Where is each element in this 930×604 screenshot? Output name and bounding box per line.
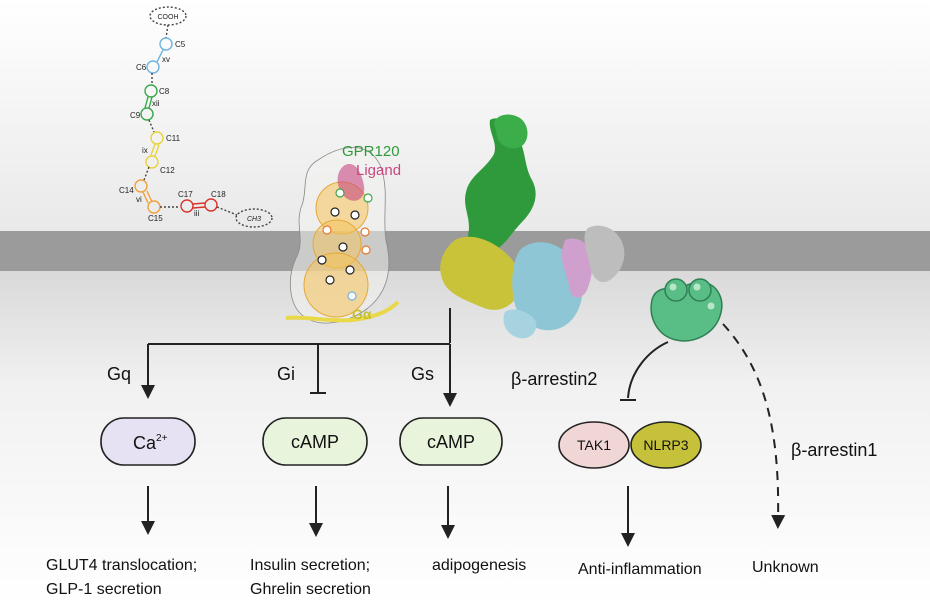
label-xv: xv (162, 55, 170, 64)
label-iii: iii (194, 209, 200, 218)
carbon-c5 (159, 37, 173, 51)
galpha-label: Gα (352, 306, 372, 322)
fatty-acid-labels: COOH CH3 C5 C6 xv C8 xii C9 C11 ix C12 C… (119, 14, 261, 223)
ch3-label: CH3 (247, 216, 261, 223)
label-xii: xii (152, 99, 160, 108)
cooh-label: COOH (158, 14, 179, 21)
carbon-c6 (146, 60, 160, 74)
carbon-c8 (144, 84, 158, 98)
messenger-nodes (100, 417, 702, 469)
gq-label: Gq (107, 364, 131, 384)
arrestin1-outcome-line1: Unknown (752, 559, 819, 576)
ca2-node (100, 417, 196, 466)
arrestin2-label: β-arrestin2 (511, 369, 597, 389)
gi-outcome-line2: Ghrelin secretion (250, 581, 371, 598)
gi-label: Gi (277, 364, 295, 384)
carbon-c18 (204, 198, 218, 212)
receptor-labels: GPR120 Ligand Gα (342, 143, 401, 322)
receptor-residues (317, 188, 373, 301)
cryo-blue-lower (503, 309, 537, 339)
gs-label: Gs (411, 364, 434, 384)
pathway-labels: Gq Gi Gs β-arrestin2 β-arrestin1 Ca2+ cA… (46, 364, 877, 598)
label-c14: C14 (119, 186, 134, 195)
arrestin2-outcome-line1: Anti-inflammation (578, 561, 702, 578)
label-c17: C17 (178, 190, 193, 199)
nlrp3-text: NLRP3 (643, 437, 688, 453)
tak1-node (558, 421, 630, 469)
fatty-acid-chain (134, 6, 273, 228)
gs-camp-text: cAMP (427, 432, 475, 452)
label-c11: C11 (166, 134, 181, 143)
extracellular-background (0, 0, 930, 232)
gi-camp-text: cAMP (291, 432, 339, 452)
arrestin-lobe-2 (688, 278, 712, 302)
arrestin1-label: β-arrestin1 (791, 440, 877, 460)
beta-arrestin2-protein (650, 278, 723, 342)
cryo-nanobody-grey (584, 225, 625, 283)
gpr120-receptor-model (285, 147, 400, 324)
label-c6: C6 (136, 63, 147, 72)
carbon-c11 (150, 131, 164, 145)
label-ix: ix (142, 146, 148, 155)
cryo-ggamma-pink (561, 238, 593, 298)
gpr120-label: GPR120 (342, 143, 400, 160)
gq-outcome-line2: GLP-1 secretion (46, 581, 162, 598)
carbon-c17 (180, 199, 194, 213)
label-vi: vi (136, 195, 142, 204)
pathway-connectors (141, 308, 786, 547)
nlrp3-node (630, 421, 702, 469)
label-c9: C9 (130, 111, 141, 120)
label-c12: C12 (160, 166, 175, 175)
arrestin-lobe-1 (664, 278, 688, 302)
gs-camp-node (399, 417, 503, 466)
carbon-c12 (145, 155, 159, 169)
label-c15: C15 (148, 214, 163, 223)
cryo-em-complex (440, 114, 625, 339)
gq-outcome-line1: GLUT4 translocation; (46, 557, 197, 574)
carbon-c9 (140, 107, 154, 121)
ch3-group (235, 208, 273, 228)
ca2-text: Ca2+ (133, 433, 168, 453)
tak1-text: TAK1 (577, 437, 611, 453)
arrestin1-dashed (722, 323, 786, 529)
cryo-receptor-green-top (494, 114, 528, 149)
gi-outcome-line1: Insulin secretion; (250, 557, 370, 574)
cryo-receptor-green (465, 118, 536, 255)
cryo-galpha-yellow (440, 236, 522, 310)
gs-outcome-line1: adipogenesis (432, 557, 526, 574)
label-c8: C8 (159, 87, 170, 96)
gi-camp-node (262, 417, 368, 466)
label-c5: C5 (175, 40, 186, 49)
arrestin2-inhibit (627, 341, 669, 399)
galpha-helix (285, 300, 400, 323)
label-c18: C18 (211, 190, 226, 199)
ligand-label: Ligand (356, 162, 401, 179)
carbon-c14 (134, 179, 148, 193)
